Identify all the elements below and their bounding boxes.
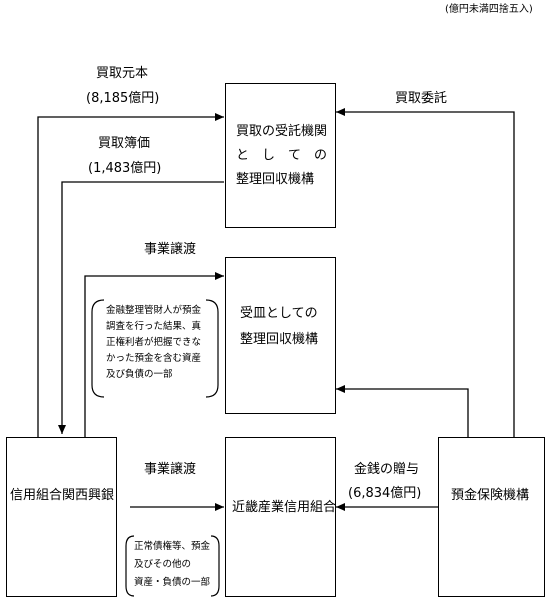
bracket-bottom-right <box>210 535 220 597</box>
gift-label: 金銭の贈与 <box>354 462 420 477</box>
bracket-bottom-line: 及びその他の <box>134 559 192 570</box>
rounding-note: (億円未満四捨五入) <box>445 4 533 15</box>
bracket-bottom-line: 資産・負債の一部 <box>134 577 211 588</box>
principal-amount: (8,185億円) <box>86 91 160 106</box>
arrow-dic-receiver <box>336 385 469 437</box>
commissioned-line2: と し て の <box>236 148 328 163</box>
bracket-bottom-left <box>125 535 135 597</box>
receiver-rcc-box: 受皿としての 整理回収機構 <box>225 257 336 414</box>
bracket-top-right <box>205 299 219 398</box>
kinki-sangyo-label: 近畿産業信用組合 <box>232 500 337 515</box>
receiver-line2: 整理回収機構 <box>240 332 319 347</box>
commissioned-line3: 整理回収機構 <box>236 172 315 187</box>
gift-amount: (6,834億円) <box>348 486 422 501</box>
bracket-top-line: 金融整理管財人が預金 <box>106 305 202 316</box>
book-value-label: 買取簿価 <box>98 136 151 151</box>
receiver-line1: 受皿としての <box>240 306 318 321</box>
bracket-top-line: 調査を行った結果、真 <box>106 321 202 332</box>
transfer-top-label: 事業譲渡 <box>144 242 197 257</box>
kansai-kogin-label: 信用組合関西興銀 <box>10 488 115 503</box>
bracket-bottom-line: 正常債権等、預金 <box>134 541 211 552</box>
book-value-amount: (1,483億円) <box>88 161 162 176</box>
bracket-top-text: 金融整理管財人が預金 調査を行った結果、真 正権利者が把握できな かった預金を含… <box>106 303 201 383</box>
arrow-book-value <box>58 181 224 434</box>
dic-label: 預金保険機構 <box>451 488 530 503</box>
kinki-sangyo-box: 近畿産業信用組合 <box>225 437 336 597</box>
bracket-top-line: 及び負債の一部 <box>106 369 173 380</box>
kansai-kogin-box: 信用組合関西興銀 <box>6 437 117 597</box>
bracket-top-line: 正権利者が把握できな <box>106 337 202 348</box>
bracket-top-line: かった預金を含む資産 <box>106 353 202 364</box>
bracket-bottom-text: 正常債権等、預金 及びその他の 資産・負債の一部 <box>134 538 210 592</box>
arrow-transfer-top <box>84 272 224 437</box>
arrow-commission <box>336 108 515 437</box>
arrow-principal <box>37 113 224 437</box>
principal-label: 買取元本 <box>96 66 149 81</box>
commissioned-line1: 買取の受託機関 <box>236 124 328 139</box>
dic-box: 預金保険機構 <box>438 437 545 597</box>
transfer-bottom-label: 事業譲渡 <box>144 462 197 477</box>
bracket-top-left <box>91 299 105 398</box>
commission-label: 買取委託 <box>395 91 448 106</box>
commissioned-rcc-box: 買取の受託機関 と し て の 整理回収機構 <box>225 83 336 228</box>
